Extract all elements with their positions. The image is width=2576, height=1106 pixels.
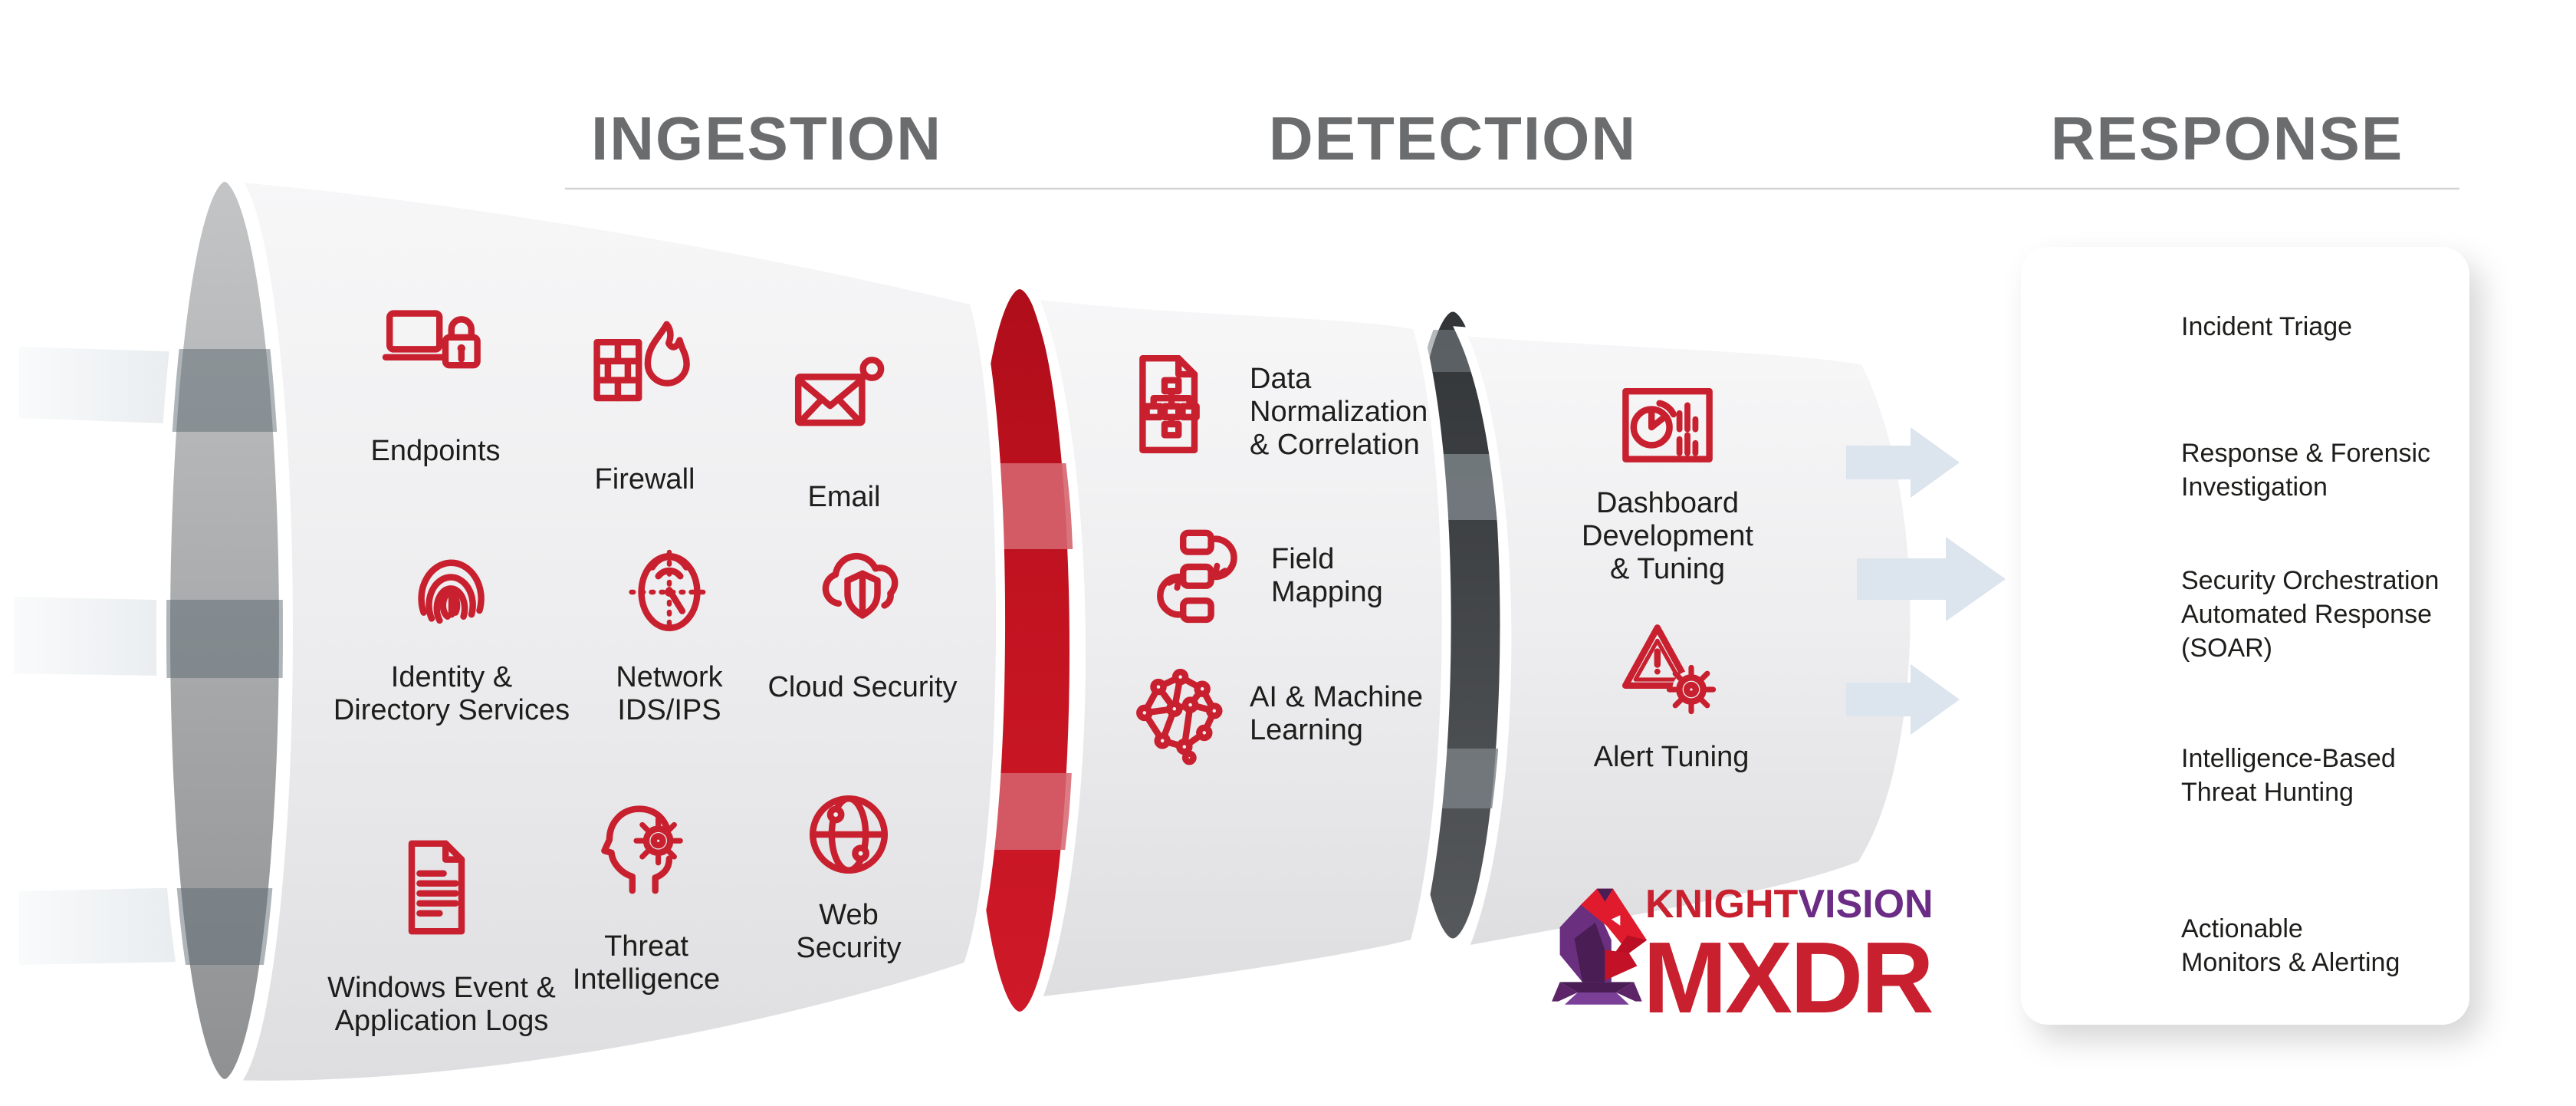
endpoints-label: Endpoints	[370, 435, 500, 467]
ingestion-title: INGESTION	[591, 104, 942, 173]
output-arrow-top	[1846, 427, 1960, 498]
incident-triage-label: Incident Triage	[2181, 312, 2352, 341]
threat-intel-label-2: Intelligence	[573, 963, 720, 996]
field-mapping-label-2: Mapping	[1271, 576, 1383, 608]
forensic-label-2: Investigation	[2181, 472, 2328, 502]
soar-label-2: Automated Response	[2181, 600, 2432, 629]
firewall-label: Firewall	[595, 463, 695, 495]
monitors-label-2: Monitors & Alerting	[2181, 948, 2400, 977]
knight-chess-piece-icon	[1552, 888, 1647, 1005]
detection-labels: Data Normalization & Correlation Field M…	[1250, 363, 1428, 746]
windows-logs-icon	[408, 840, 465, 935]
soar-label-3: (SOAR)	[2181, 634, 2272, 663]
ingestion-labels: Endpoints Firewall Email Identity & Dire…	[327, 435, 957, 1037]
data-normalization-label-2: Normalization	[1250, 396, 1428, 428]
detection-barrel	[1026, 288, 1451, 1008]
threat-intel-icon	[601, 805, 683, 894]
firewall-icon	[593, 321, 690, 402]
threat-intel-label-1: Threat	[604, 930, 688, 963]
network-ids-icon	[629, 549, 710, 635]
email-icon	[794, 357, 885, 426]
monitors-label-1: Actionable	[2181, 914, 2303, 943]
tuning-barrel	[1453, 326, 1920, 957]
dashboard-icon	[1622, 387, 1713, 462]
web-security-icon	[809, 795, 889, 874]
data-normalization-label-1: Data	[1250, 363, 1312, 395]
data-normalization-label-3: & Correlation	[1250, 429, 1420, 461]
field-mapping-icon	[1157, 529, 1237, 624]
ai-ml-label-1: AI & Machine	[1250, 681, 1423, 713]
response-labels: Incident Triage Response & Forensic Inve…	[2181, 312, 2439, 977]
alert-tuning-icon	[1622, 624, 1717, 715]
email-label: Email	[807, 481, 880, 513]
network-ids-label-1: Network	[616, 661, 723, 693]
brand-product: MXDR	[1643, 921, 1932, 1034]
threat-hunting-label-2: Threat Hunting	[2181, 778, 2354, 807]
flame-glyph	[644, 321, 690, 387]
network-ids-label-2: IDS/IPS	[617, 694, 721, 726]
brand-vision: VISION	[1798, 882, 1933, 927]
identity-icon	[418, 559, 485, 624]
ai-ml-icon	[1136, 668, 1223, 765]
dashboard-label-3: & Tuning	[1610, 553, 1725, 585]
cloud-security-icon	[822, 553, 899, 619]
identity-label-2: Directory Services	[334, 694, 570, 726]
knightvision-logo: KNIGHTVISION MXDR	[1552, 882, 1934, 1034]
windows-logs-label-2: Application Logs	[335, 1005, 549, 1037]
alert-tuning-label: Alert Tuning	[1594, 741, 1750, 773]
response-card	[2021, 247, 2469, 1025]
detection-title: DETECTION	[1269, 104, 1637, 173]
brand-wordmark: KNIGHTVISION	[1645, 882, 1934, 927]
funnel-mouth	[156, 168, 293, 1093]
tuning-labels: Dashboard Development & Tuning Alert Tun…	[1582, 487, 1753, 773]
output-arrows	[1846, 427, 2006, 735]
cloud-security-label: Cloud Security	[767, 671, 957, 703]
soar-label-1: Security Orchestration	[2181, 566, 2439, 595]
identity-label-1: Identity &	[391, 661, 512, 693]
data-normalization-icon	[1139, 354, 1200, 454]
field-mapping-label-1: Field	[1271, 543, 1334, 575]
brand-knight: KNIGHT	[1645, 882, 1799, 927]
windows-logs-label-1: Windows Event &	[327, 972, 556, 1004]
ai-ml-label-2: Learning	[1250, 714, 1363, 746]
dashboard-label-2: Development	[1582, 520, 1753, 552]
forensic-label-1: Response & Forensic	[2181, 439, 2430, 468]
endpoints-icon	[382, 310, 481, 369]
response-title: RESPONSE	[2051, 104, 2404, 173]
output-arrow-middle	[1857, 537, 2006, 621]
dashboard-label-1: Dashboard	[1596, 487, 1739, 519]
output-arrow-bottom	[1846, 664, 1960, 735]
web-security-label-2: Security	[796, 932, 901, 964]
web-security-label-1: Web	[819, 899, 878, 931]
threat-hunting-label-1: Intelligence-Based	[2181, 744, 2396, 773]
